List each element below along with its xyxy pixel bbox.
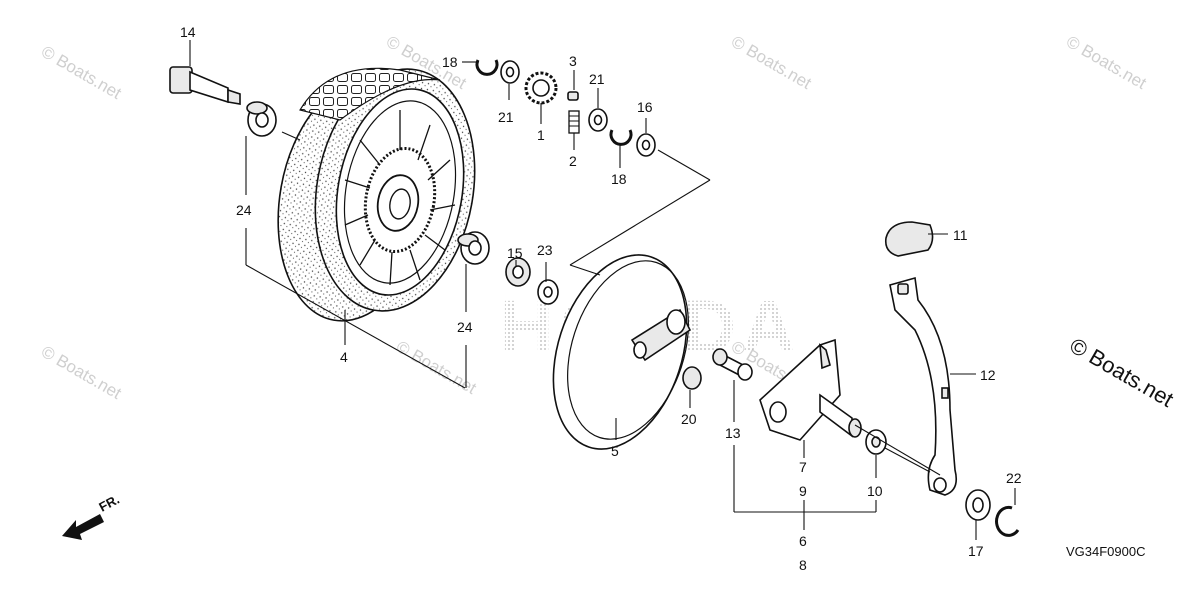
callout-13: 13 [725,425,741,441]
pin-part-13 [712,348,753,381]
grip-part-11 [884,221,934,257]
callout-22: 22 [1006,470,1022,486]
front-direction-arrow: FR. [62,492,122,540]
bushing-part-24-upper [246,101,277,137]
callout-2: 2 [569,153,577,169]
washer-part-16 [636,133,656,157]
callout-24-upper: 24 [236,202,252,218]
callout-4: 4 [340,349,348,365]
watermark-text: © Boats.net [393,337,480,398]
snap-ring-part-22 [995,505,1020,537]
wheel-part-4 [277,67,476,322]
washer-part-23 [537,279,559,305]
callout-9: 9 [799,483,807,499]
bearing-part-15 [505,257,531,287]
callout-12: 12 [980,367,996,383]
pin-part-3 [567,91,579,101]
snap-ring-part-18-right [609,129,633,146]
leader-lines [189,40,1016,540]
spacer-part-10 [865,429,887,455]
washer-part-17 [965,489,991,521]
callout-20: 20 [681,411,697,427]
washer-part-21-left [500,60,520,84]
callout-18-right: 18 [611,171,627,187]
watermark-text: © Boats.net [38,42,125,103]
gear-part-1 [524,71,558,105]
callout-10: 10 [867,483,883,499]
arm-part-7-9 [759,338,862,441]
snap-ring-part-18-top [475,59,499,76]
watermark-text: © Boats.net [38,342,125,403]
callout-1: 1 [537,127,545,143]
lever-part-12 [889,276,958,496]
washer-part-21-right [588,108,608,132]
callout-5: 5 [611,443,619,459]
front-arrow-label: FR. [96,492,122,515]
callout-23: 23 [537,242,553,258]
callout-15: 15 [507,245,523,261]
bushing-part-24-lower [457,231,490,265]
pulley-part-5 [552,254,692,450]
callout-14: 14 [180,24,196,40]
collar-part-20 [682,366,702,390]
callout-24-lower: 24 [457,319,473,335]
watermark-text: © Boats.net [1063,32,1150,93]
callout-18-top: 18 [442,54,458,70]
watermark-text-large: © Boats.net [1066,333,1178,412]
callout-21-left: 21 [498,109,514,125]
callout-8: 8 [799,557,807,573]
diagram-code: VG34F0900C [1066,544,1146,559]
callout-6: 6 [799,533,807,549]
spring-part-2 [568,110,580,134]
callout-labels: 14 24 24 4 18 21 1 3 2 21 18 16 15 23 5 … [180,24,1022,573]
watermark-text: © Boats.net [728,32,815,93]
axle-bolt-part-14 [169,66,241,105]
callout-3: 3 [569,53,577,69]
callout-7: 7 [799,459,807,475]
callout-17: 17 [968,543,984,559]
callout-11: 11 [953,227,968,243]
callout-21-right: 21 [589,71,605,87]
callout-16: 16 [637,99,653,115]
